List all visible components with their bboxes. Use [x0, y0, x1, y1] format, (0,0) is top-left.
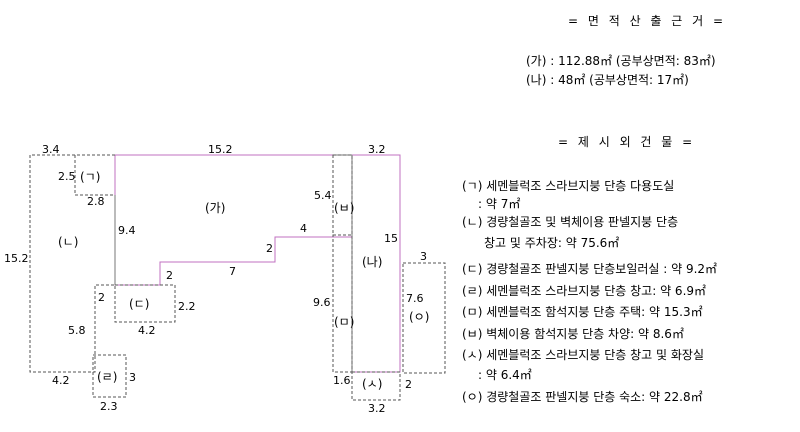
- floor-plan: (가) (나) (ㄱ) (ㄴ) (ㄷ) (ㄹ) (ㅁ) (ㅂ) (ㅅ) (ㅇ) …: [4, 143, 446, 415]
- annex-digeut-outline: [114, 284, 176, 323]
- dim-rieul-width: 2.3: [100, 400, 118, 413]
- dim-step-4: 4: [300, 222, 307, 235]
- dim-ga-left: 9.4: [118, 224, 136, 237]
- label-siot: (ㅅ): [362, 377, 382, 391]
- dim-siot-width: 3.2: [368, 402, 386, 415]
- dim-na-height: 15: [384, 232, 398, 245]
- dim-nieun-lower: 5.8: [68, 324, 86, 337]
- annex-mieum-outline: [332, 234, 353, 373]
- annex-line-3: (ㄴ) 경량철골조 및 벽체이용 판넬지붕 단층: [462, 215, 679, 229]
- label-na: (나): [362, 255, 382, 269]
- annex-siot-outline: [351, 371, 401, 401]
- label-mieum: (ㅁ): [334, 315, 354, 329]
- annex-title: = 제 시 외 건 물 =: [558, 135, 696, 149]
- annex-bieup-outline: [332, 154, 353, 236]
- dim-step-2a: 2: [266, 242, 273, 255]
- dim-top-right: 3.2: [368, 143, 386, 156]
- annex-line-4: 창고 및 주차장: 약 75.6㎡: [484, 236, 620, 250]
- label-digeut: (ㄷ): [129, 297, 149, 311]
- annex-rieul-outline: [92, 354, 127, 398]
- dim-nieun-bottom: 4.2: [52, 374, 70, 387]
- annex-line-5: (ㄷ) 경량철골조 판넬지붕 단층보일러실 : 약 9.2㎡: [462, 262, 718, 276]
- annex-line-1: (ㄱ) 세멘블럭조 스라브지붕 단층 다용도실: [462, 179, 675, 193]
- annex-line-7: (ㅁ) 세멘블럭조 함석지붕 단층 주택: 약 15.3㎡: [462, 305, 703, 319]
- dim-top-left: 3.4: [42, 143, 60, 156]
- dim-rieul-height: 3: [129, 371, 136, 384]
- annex-line-10: : 약 6.4㎡: [478, 368, 532, 382]
- label-bieup: (ㅂ): [334, 201, 354, 215]
- area-line-na: (나) : 48㎡ (공부상면적: 17㎡): [526, 73, 689, 87]
- annex-line-8: (ㅂ) 벽체이용 함석지붕 단층 차양: 약 8.6㎡: [462, 327, 684, 341]
- dim-ieung-height: 7.6: [406, 292, 424, 305]
- dim-step-7: 7: [229, 265, 236, 278]
- dim-nieun-step: 2: [98, 291, 105, 304]
- annex-line-2: : 약 7㎡: [478, 197, 521, 211]
- dim-ieung-width: 3: [420, 250, 427, 263]
- dim-siot-height: 2: [405, 378, 412, 391]
- dim-digeut-width: 4.2: [138, 324, 156, 337]
- dim-bieup-height: 5.4: [314, 189, 332, 202]
- dim-left-total: 15.2: [4, 252, 29, 265]
- annex-line-6: (ㄹ) 세멘블럭조 스라브지붕 단층 창고: 약 6.9㎡: [462, 284, 707, 298]
- label-giyeok: (ㄱ): [80, 170, 100, 184]
- annex-ieung-outline: [402, 262, 446, 374]
- dim-mieum-height: 9.6: [313, 296, 331, 309]
- annex-line-9: (ㅅ) 세멘블럭조 스라브지붕 단층 창고 및 화장실: [462, 348, 705, 362]
- label-nieun: (ㄴ): [58, 235, 78, 249]
- label-rieul: (ㄹ): [97, 370, 117, 384]
- dim-giyeok-width: 2.8: [87, 195, 105, 208]
- area-calc-title: = 면 적 산 출 근 거 =: [568, 14, 727, 28]
- main-building-outline: [114, 154, 401, 373]
- dim-mieum-width: 1.6: [333, 374, 351, 387]
- area-line-ga: (가) : 112.88㎡ (공부상면적: 83㎡): [526, 54, 716, 68]
- dim-top-main: 15.2: [208, 143, 233, 156]
- annex-nieun-outline: [29, 154, 115, 373]
- annex-giyeok-outline: [74, 155, 115, 196]
- dim-digeut-height: 2.2: [178, 300, 196, 313]
- legend-panel: = 면 적 산 출 근 거 = (가) : 112.88㎡ (공부상면적: 83…: [448, 0, 800, 432]
- dim-step-2b: 2: [166, 269, 173, 282]
- annex-line-11: (ㅇ) 경량철골조 판넬지붕 단층 숙소: 약 22.8㎡: [462, 390, 703, 404]
- label-ga: (가): [205, 201, 225, 215]
- dim-giyeok-height: 2.5: [58, 170, 76, 183]
- label-ieung: (ㅇ): [409, 310, 429, 324]
